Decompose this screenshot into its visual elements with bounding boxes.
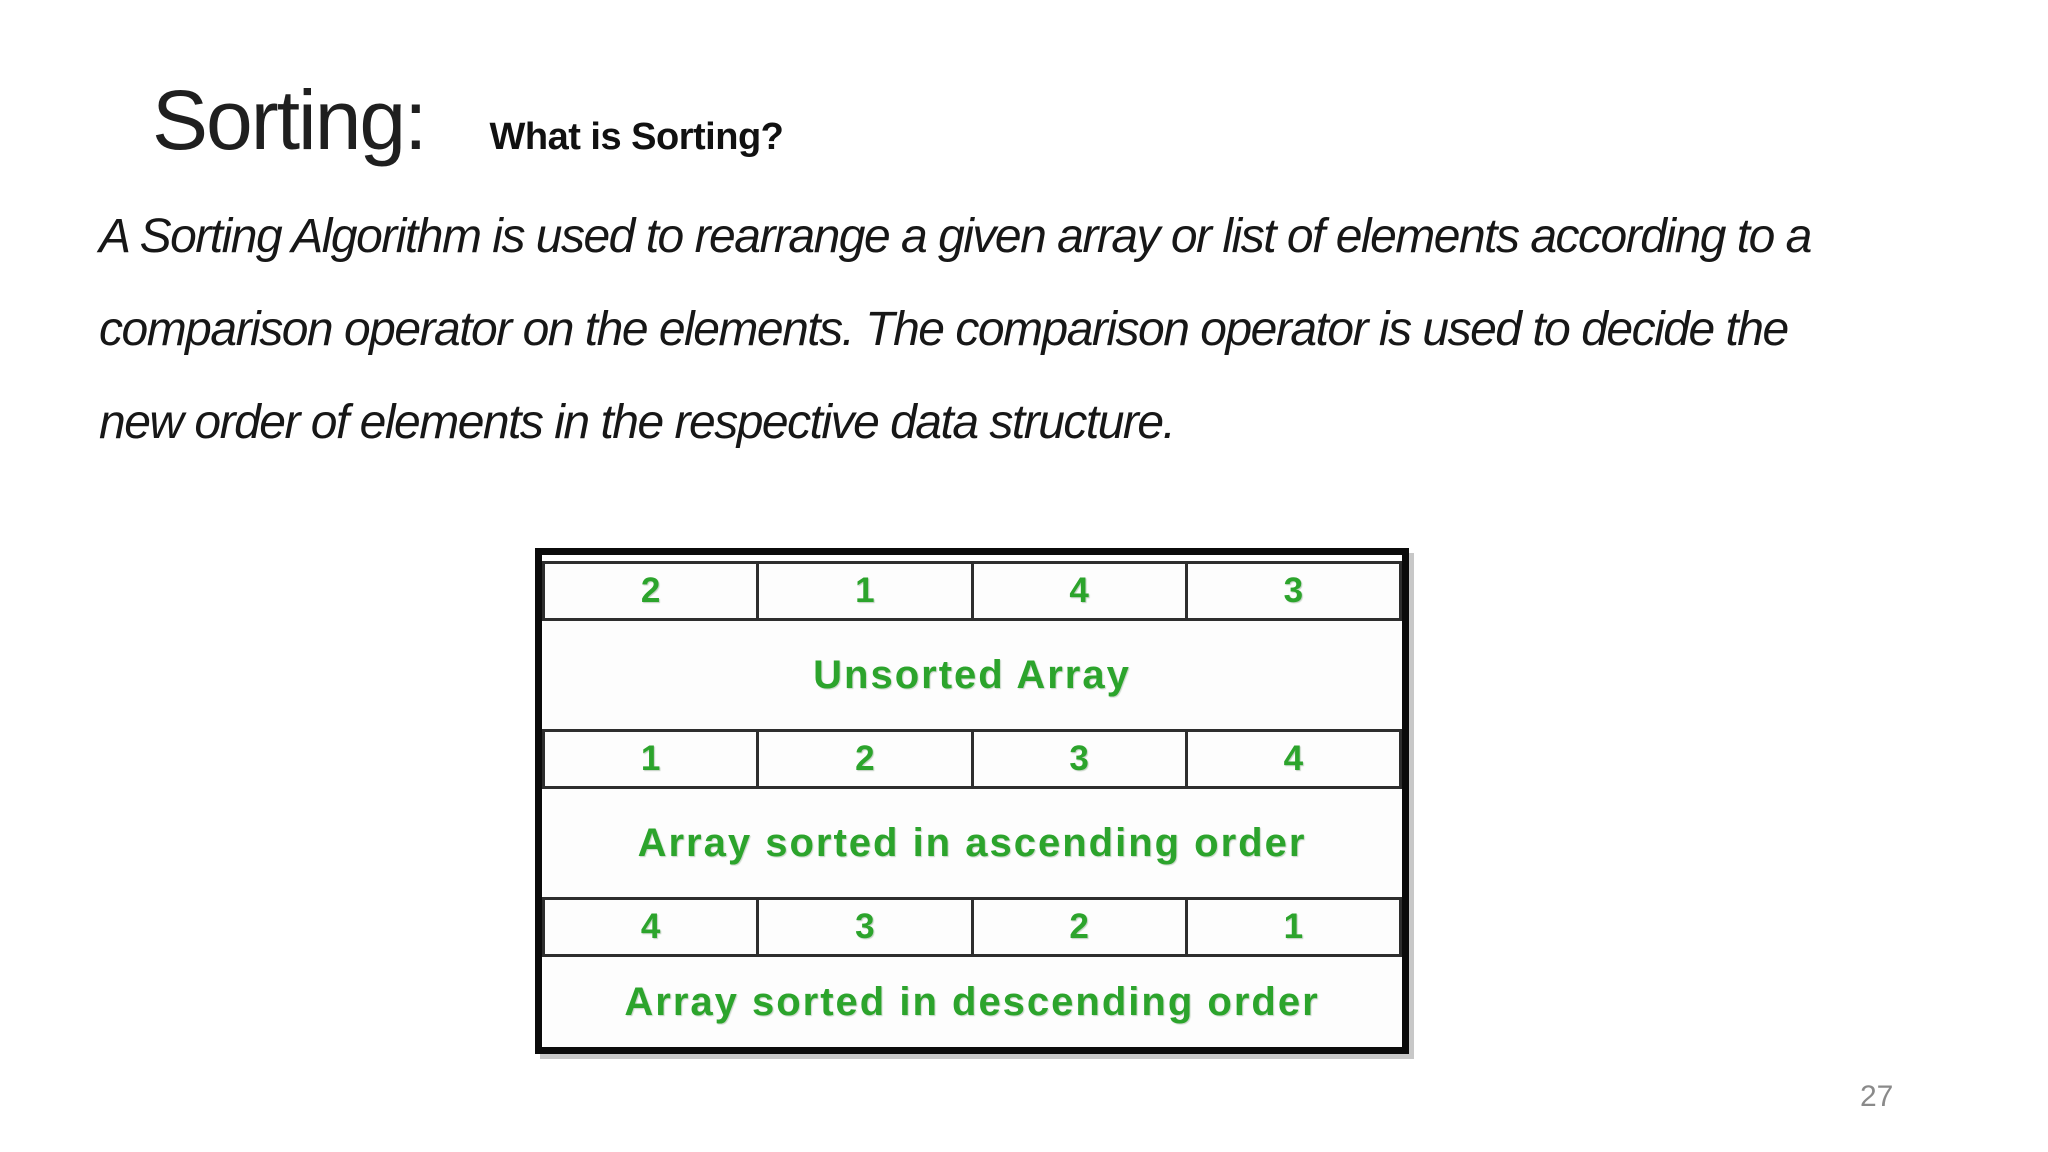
array-cell: 4 — [1184, 729, 1403, 789]
array-cell: 1 — [1184, 897, 1403, 957]
array-cell: 1 — [756, 561, 974, 621]
array-cell: 2 — [756, 729, 974, 789]
paragraph-line-1: A Sorting Algorithm is used to rearrange… — [99, 210, 1812, 263]
array-cell: 3 — [756, 897, 974, 957]
array-cell: 3 — [970, 729, 1188, 789]
caption-row-descending: Array sorted in descending order — [543, 954, 1401, 1047]
array-cell: 2 — [970, 897, 1188, 957]
array-cell: 1 — [541, 729, 760, 789]
page-number: 27 — [1860, 1080, 1894, 1113]
paragraph-line-3: new order of elements in the respective … — [99, 396, 1176, 449]
intro-paragraph: A Sorting Algorithm is used to rearrange… — [99, 190, 1812, 469]
array-caption-unsorted: Unsorted Array — [543, 618, 1401, 732]
slide-subtitle: What is Sorting? — [489, 116, 784, 158]
array-cell: 4 — [970, 561, 1188, 621]
title-row: Sorting: What is Sorting? — [152, 72, 784, 169]
array-cell: 2 — [541, 561, 760, 621]
array-caption-ascending: Array sorted in ascending order — [543, 786, 1401, 900]
slide-title: Sorting: — [152, 73, 427, 167]
array-table: 2 1 4 3 Unsorted Array 1 2 3 4 Array sor… — [541, 561, 1403, 1047]
paragraph-line-2: comparison operator on the elements. The… — [99, 303, 1789, 356]
caption-row-ascending: Array sorted in ascending order — [543, 786, 1401, 900]
caption-row-unsorted: Unsorted Array — [543, 618, 1401, 732]
array-cell: 3 — [1184, 561, 1403, 621]
array-row-unsorted: 2 1 4 3 — [541, 561, 1403, 621]
array-row-descending: 4 3 2 1 — [541, 897, 1403, 957]
array-row-ascending: 1 2 3 4 — [541, 729, 1403, 789]
array-caption-descending: Array sorted in descending order — [543, 954, 1401, 1047]
sorting-arrays-figure: 2 1 4 3 Unsorted Array 1 2 3 4 Array sor… — [535, 548, 1409, 1054]
array-cell: 4 — [541, 897, 760, 957]
